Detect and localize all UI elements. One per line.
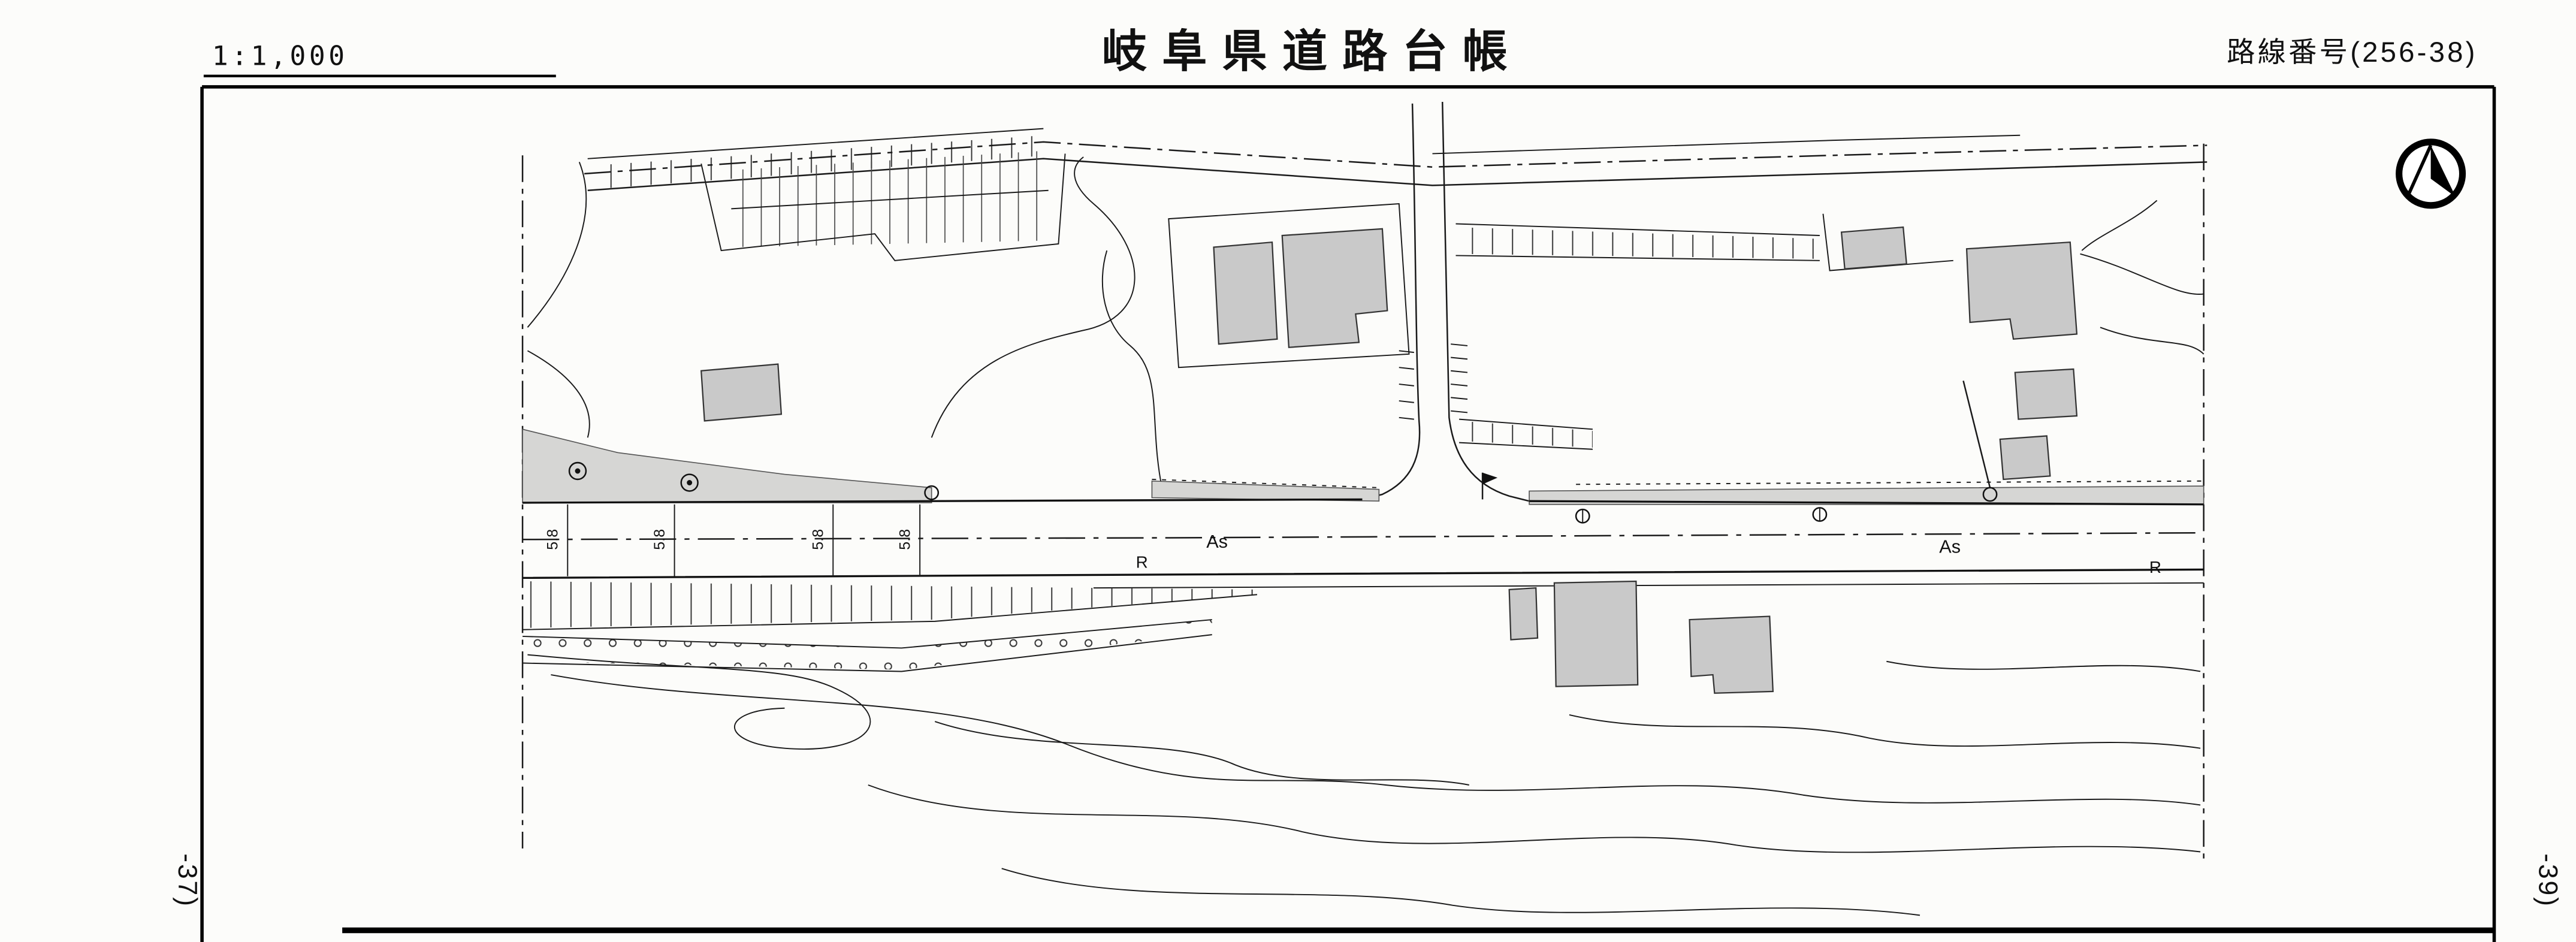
terrain-curves-right	[1962, 200, 2204, 488]
building	[1965, 241, 2078, 340]
right-edge-match-label: -39)	[2533, 853, 2563, 907]
contour-lines	[527, 654, 2201, 916]
building	[1281, 228, 1388, 348]
shoulder-strip-center	[1151, 480, 1380, 502]
survey-marker	[1982, 487, 1998, 502]
kilopost-marker	[1481, 472, 1498, 500]
parcels-top-right	[1168, 203, 1953, 450]
survey-marker	[924, 485, 940, 500]
width-mark: 5.8	[896, 529, 913, 550]
utility-marker	[1812, 507, 1828, 522]
sheet-title: 岐阜県道路台帳	[1102, 26, 1523, 76]
parcels-top-left	[700, 150, 1066, 261]
route-number: 路線番号(256-38)	[2227, 37, 2478, 68]
building	[1999, 435, 2051, 481]
scale-label: 1:1,000	[212, 41, 348, 72]
sheet-edge-labels: -37) -39)	[173, 853, 2563, 907]
station-ticks	[567, 504, 921, 576]
pavement-label: As	[1206, 532, 1228, 552]
building	[700, 363, 783, 422]
manhole-marker	[568, 461, 587, 481]
building	[1840, 226, 1907, 270]
pavement-strips	[522, 428, 2204, 505]
manhole-marker	[680, 473, 699, 492]
sheet-header: 1:1,000 岐阜県道路台帳 路線番号(256-38)	[203, 26, 2478, 78]
slope-hatch-band	[523, 581, 1258, 630]
stone-wall-band	[523, 619, 1212, 672]
map-labels: As As R R 5.8 5.8 5.8 5.8	[545, 529, 2161, 576]
side-road	[1362, 101, 1530, 502]
width-mark: 5.8	[651, 529, 668, 550]
map-frame	[200, 85, 2496, 942]
main-road	[523, 478, 2204, 589]
utility-marker	[1575, 508, 1590, 524]
retaining-wall-ticks	[1399, 343, 1468, 420]
upper-road-boundary	[584, 128, 2207, 191]
building	[1553, 580, 1639, 687]
building	[1508, 587, 1539, 641]
section-boundary-lines	[521, 143, 2204, 862]
building	[1213, 241, 1278, 345]
building	[2014, 368, 2078, 420]
curb-label: R	[2149, 558, 2161, 576]
buildings	[700, 226, 2078, 694]
building	[1689, 615, 1774, 694]
north-arrow-icon	[2396, 138, 2466, 209]
width-mark: 5.8	[545, 529, 561, 550]
width-mark: 5.8	[810, 529, 827, 550]
terrain-curves-upper-left	[527, 156, 1163, 488]
curb-label: R	[1136, 553, 1148, 572]
pavement-label: As	[1939, 537, 1961, 557]
left-edge-match-label: -37)	[173, 853, 202, 907]
map-markers	[568, 461, 1998, 524]
